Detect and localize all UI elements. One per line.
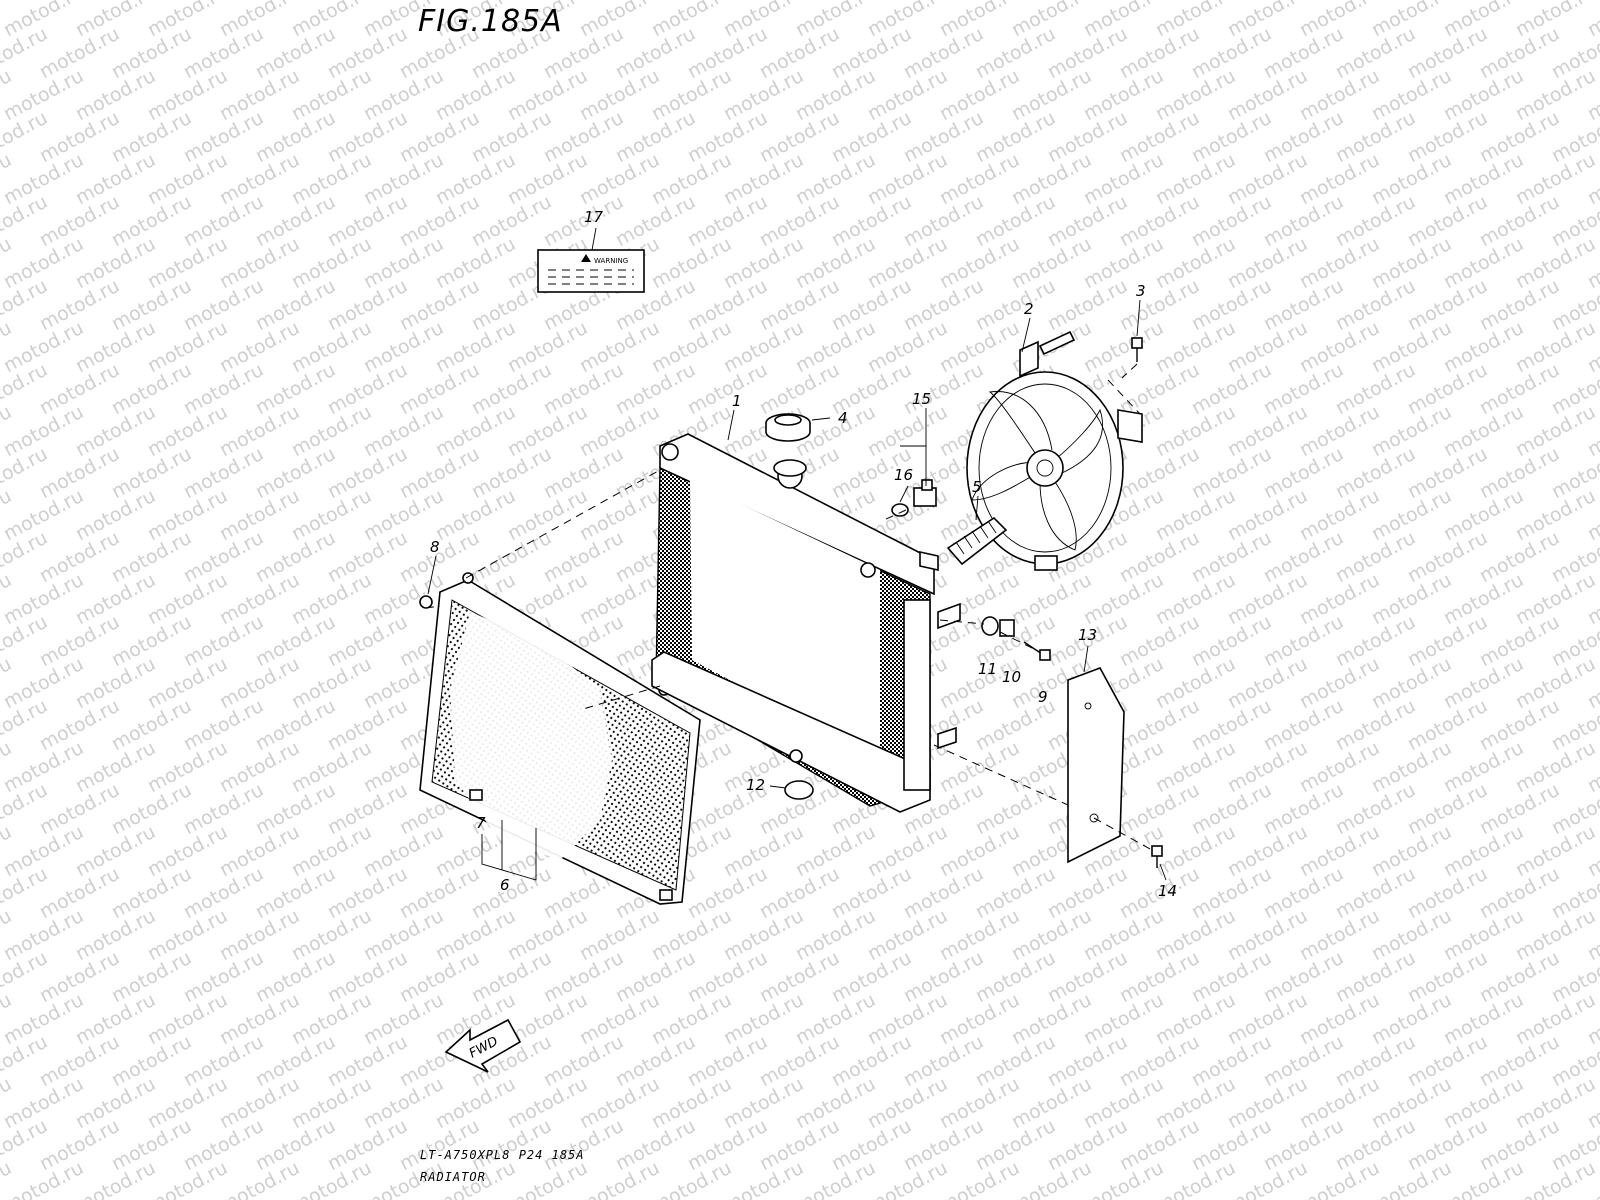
- leader-lines: [427, 227, 1167, 881]
- screw: [1151, 845, 1163, 868]
- mounting-hardware: [981, 616, 1051, 661]
- figure-code: LT-A750XPL8 P24 185A: [420, 1148, 585, 1162]
- warning-label: WARNING: [537, 249, 645, 293]
- figure-name: RADIATOR: [420, 1170, 486, 1184]
- callout-12: 12: [746, 776, 765, 794]
- callout-11: 11: [978, 660, 997, 678]
- radiator-guard: [419, 572, 701, 905]
- side-plate: [1067, 667, 1125, 864]
- warning-label-heading: WARNING: [594, 257, 628, 265]
- figure-title: FIG.185A: [418, 4, 563, 39]
- callouts: 1 2 3 4 5 6 7 8 9 10 11 12 13 14 15 16 1…: [430, 208, 1177, 900]
- fwd-arrow: FWD: [444, 1018, 522, 1073]
- callout-15: 15: [912, 390, 931, 408]
- thermo-switch: [891, 479, 937, 517]
- callout-7: 7: [476, 814, 486, 832]
- callout-2: 2: [1024, 300, 1034, 318]
- fan-bolt: [1131, 337, 1143, 362]
- callout-17: 17: [584, 208, 604, 226]
- assembly-lines: [425, 363, 1153, 851]
- callout-9: 9: [1038, 688, 1048, 706]
- radiator-cap: [765, 413, 811, 442]
- callout-13: 13: [1078, 626, 1097, 644]
- grommet: [784, 780, 814, 800]
- radiator-hose: [946, 516, 1008, 566]
- callout-6: 6: [500, 876, 510, 894]
- callout-10: 10: [1002, 668, 1021, 686]
- callout-4: 4: [838, 409, 848, 427]
- callout-1: 1: [732, 392, 742, 410]
- screw: [419, 595, 433, 609]
- callout-16: 16: [894, 466, 913, 484]
- radiator: [651, 433, 961, 813]
- cooling-fan: [966, 330, 1143, 571]
- callout-14: 14: [1158, 882, 1177, 900]
- callout-8: 8: [430, 538, 440, 556]
- callout-3: 3: [1136, 282, 1146, 300]
- callout-5: 5: [972, 478, 982, 496]
